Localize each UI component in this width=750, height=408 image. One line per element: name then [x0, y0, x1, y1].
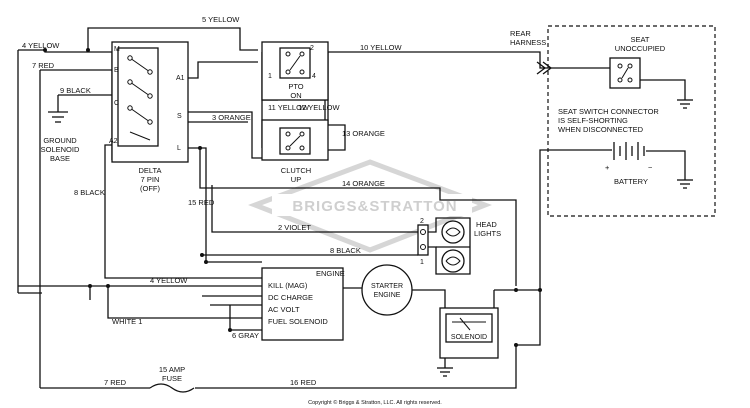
headlights-pin-2: 2: [420, 218, 424, 225]
clutch-switch: CLUTCH UP: [261, 119, 329, 184]
ground-solenoid-label-1: GROUND: [43, 136, 77, 145]
seat-note-1: SEAT SWITCH CONNECTOR: [558, 107, 659, 116]
delta-pin-l: L: [177, 145, 181, 152]
solenoid-label: SOLENOID: [451, 334, 487, 341]
fuse-label-1: 15 AMP: [159, 365, 185, 374]
pto-label-1: PTO: [288, 82, 303, 91]
wire-8-black-side: 8 BLACK: [74, 188, 105, 197]
fuse: 15 AMP FUSE: [149, 365, 195, 393]
wire-5-yellow: 5 YELLOW: [202, 15, 240, 24]
wire-9-black: 9 BLACK: [60, 86, 91, 95]
starter-label-2: ENGINE: [374, 292, 401, 299]
seat-note-3: WHEN DISCONNECTED: [558, 125, 644, 134]
engine-ac-volt: AC VOLT: [268, 305, 300, 314]
clutch-label-2: UP: [291, 175, 301, 184]
wire-7-red: 7 RED: [104, 378, 127, 387]
wire-15-red: 15 RED: [188, 198, 215, 207]
clutch-label-1: CLUTCH: [281, 166, 311, 175]
ground-solenoid-label-2: SOLENOID: [41, 145, 80, 154]
wire-2-violet: 2 VIOLET: [278, 223, 311, 232]
watermark-text: BRIGGS&STRATTON: [292, 198, 457, 215]
delta-pin-b: B: [114, 67, 119, 74]
rear-harness: REAR HARNESS: [510, 29, 553, 75]
seat-label-2: UNOCCUPIED: [615, 44, 666, 53]
copyright: Copyright © Briggs & Stratton, LLC. All …: [308, 399, 442, 406]
pto-switch: 2 1 4 PTO ON: [261, 41, 329, 101]
engine-fuel-solenoid: FUEL SOLENOID: [268, 317, 328, 326]
wire-7-red-top: 7 RED: [32, 61, 55, 70]
head-lights: 2 1 HEAD LIGHTS: [417, 217, 501, 275]
battery-label: BATTERY: [614, 177, 648, 186]
seat-note-2: IS SELF-SHORTING: [558, 116, 628, 125]
rear-harness-label-2: HARNESS: [510, 38, 546, 47]
headlights-pin-1: 1: [420, 259, 424, 266]
delta-pin-a1: A1: [176, 75, 185, 82]
wire-labels: 5 YELLOW 4 YELLOW 7 RED 9 BLACK 3 ORANGE…: [22, 15, 402, 387]
wire-3-orange: 3 ORANGE: [212, 113, 251, 122]
delta-pin-s: S: [177, 113, 182, 120]
starter-label-1: STARTER: [371, 283, 403, 290]
engine-title: ENGINE: [316, 269, 345, 278]
battery-plus: +: [605, 163, 610, 172]
wire-8-black: 8 BLACK: [330, 246, 361, 255]
seat-label-1: SEAT: [630, 35, 649, 44]
junctions: [43, 48, 542, 347]
ground-solenoid-base: GROUND SOLENOID BASE: [41, 111, 80, 163]
wire-10-yellow: 10 YELLOW: [360, 43, 402, 52]
wire-12-yellow: 12 YELLOW: [298, 103, 340, 112]
starter-solenoid: SOLENOID: [437, 307, 499, 377]
wire-14-orange: 14 ORANGE: [342, 179, 385, 188]
wire-16-red: 16 RED: [290, 378, 317, 387]
engine-dc-charge: DC CHARGE: [268, 293, 313, 302]
delta-pin-m: M: [114, 46, 120, 53]
headlights-label-2: LIGHTS: [474, 229, 501, 238]
delta-label-1: DELTA: [138, 166, 161, 175]
delta-switch: M B C A2 A1 S L DELTA 7 PIN (OFF): [109, 41, 189, 193]
wire-6-gray: 6 GRAY: [232, 331, 259, 340]
engine-module: ENGINE KILL (MAG) DC CHARGE AC VOLT FUEL…: [261, 267, 345, 341]
delta-label-3: (OFF): [140, 184, 160, 193]
headlights-label-1: HEAD: [476, 220, 497, 229]
wire-4-yellow: 4 YELLOW: [150, 276, 188, 285]
fuse-label-2: FUSE: [162, 374, 182, 383]
pto-pin-1: 1: [268, 73, 272, 80]
seat-battery-section: SEAT UNOCCUPIED SEAT SWITCH CONNECTOR IS…: [547, 25, 716, 217]
pto-label-2: ON: [290, 91, 301, 100]
engine-kill: KILL (MAG): [268, 281, 308, 290]
battery-minus: −: [648, 163, 653, 172]
pto-pin-2: 2: [310, 45, 314, 52]
delta-pin-c: C: [114, 100, 119, 107]
watermark: BRIGGS&STRATTON: [248, 159, 492, 253]
wire-11-yellow: 11 YELLOW: [268, 103, 310, 112]
wire-13-orange: 13 ORANGE: [342, 129, 385, 138]
pto-pin-4: 4: [312, 73, 316, 80]
rear-harness-label-1: REAR: [510, 29, 531, 38]
wire-4-yellow-top: 4 YELLOW: [22, 41, 60, 50]
delta-label-2: 7 PIN: [141, 175, 160, 184]
wire-1-white: WHITE 1: [112, 317, 142, 326]
ground-solenoid-label-3: BASE: [50, 154, 70, 163]
starter-engine: STARTER ENGINE: [361, 264, 413, 316]
delta-pin-a2: A2: [109, 138, 118, 145]
